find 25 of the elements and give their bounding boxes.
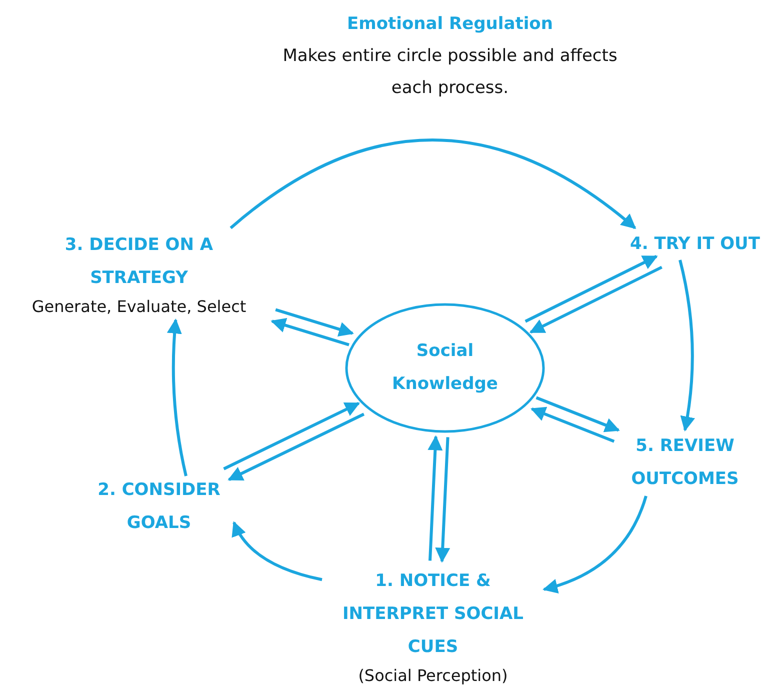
arrow — [678, 260, 695, 432]
step-description: Generate, Evaluate, Select — [32, 296, 246, 318]
step-title: 1. NOTICE & INTERPRET SOCIAL CUES — [341, 570, 524, 658]
heading: Emotional Regulation — [346, 13, 554, 36]
note-text: Makes entire circle possible and affects each process. — [282, 45, 618, 100]
arrow — [270, 318, 350, 346]
arrow — [228, 412, 365, 481]
arrow — [167, 318, 188, 476]
step-title: 4. TRY IT OUT — [630, 232, 760, 256]
arrow — [223, 402, 360, 470]
arrow — [232, 521, 322, 582]
step-title: 3. DECIDE ON A STRATEGY — [64, 234, 214, 290]
arrow — [536, 396, 620, 432]
arrow — [230, 138, 636, 230]
arrow — [435, 437, 450, 563]
step-description: (Social Perception) — [358, 664, 508, 686]
step-title: 2. CONSIDER GOALS — [96, 479, 222, 535]
arrow — [542, 496, 648, 594]
arrow — [275, 308, 354, 336]
step-title: 5. REVIEW OUTCOMES — [630, 435, 740, 491]
arrow — [529, 266, 662, 334]
center-label: Social Knowledge — [391, 340, 499, 396]
arrow — [530, 406, 615, 443]
arrow — [524, 255, 658, 323]
arrow — [428, 435, 443, 561]
